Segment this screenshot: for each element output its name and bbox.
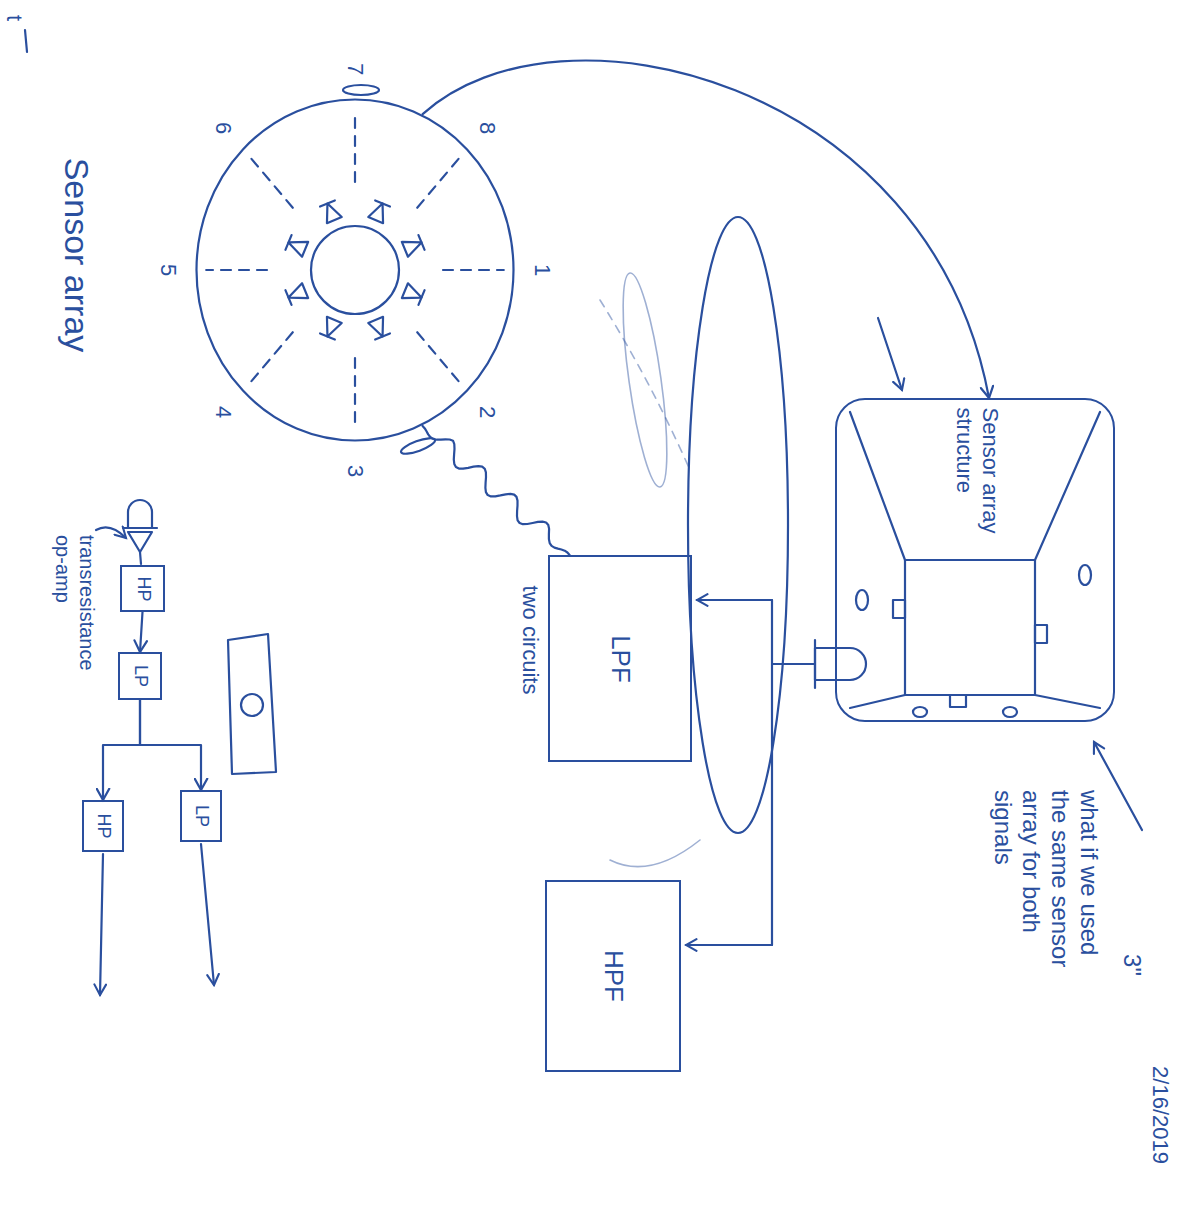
led-symbol <box>320 333 335 339</box>
callout-number: 4 <box>210 404 236 420</box>
led-symbol <box>375 200 390 206</box>
led-symbol <box>368 317 383 337</box>
photodiode-symbol <box>128 500 152 528</box>
connector <box>103 700 140 800</box>
node-label: HP <box>132 574 154 603</box>
led-symbol <box>327 203 342 223</box>
connector <box>423 426 570 555</box>
node-label: HPF <box>597 948 628 1004</box>
opamp-symbol <box>128 532 152 552</box>
sector-line <box>417 332 460 383</box>
connector <box>140 612 143 652</box>
inner-ring <box>311 226 399 314</box>
leader-arrow <box>96 527 126 538</box>
date-note: 2/16/2019 <box>1147 1064 1173 1166</box>
led-mark <box>1003 707 1017 717</box>
callout-number: 8 <box>474 120 500 136</box>
led-symbol <box>320 200 335 206</box>
page-fragment: t <box>1 13 27 23</box>
filter-box: HP <box>120 565 165 612</box>
dimension-label: 3" <box>1118 952 1147 978</box>
led-mark <box>1079 565 1091 585</box>
node-label: Sensor array <box>57 156 98 355</box>
component-sketch <box>241 694 263 716</box>
wire-arrow <box>697 599 772 601</box>
node-label: LP <box>129 663 151 689</box>
led-symbol <box>418 290 424 305</box>
filter-box: LPF <box>548 555 692 762</box>
circle-outline <box>195 98 515 442</box>
output-arrow <box>201 844 214 985</box>
sector-line <box>206 269 267 271</box>
fan-blade <box>600 300 690 470</box>
node-label: HP <box>92 811 114 840</box>
led-symbol <box>368 203 383 223</box>
page-stroke <box>25 30 27 52</box>
fan-blade <box>614 271 676 489</box>
callout-number: 3 <box>342 463 368 479</box>
sector-line <box>250 157 293 208</box>
dimension-arrow <box>878 318 902 390</box>
wire <box>140 552 141 564</box>
sector-line <box>443 269 504 271</box>
filter-box: LP <box>180 790 222 842</box>
fan-blade <box>610 840 700 867</box>
node-label: LPF <box>604 633 635 685</box>
frame-strut <box>1035 412 1100 560</box>
design-note: what if we used the same sensor array fo… <box>987 788 1102 992</box>
callout-number: 7 <box>342 61 368 77</box>
led-symbol <box>288 283 308 298</box>
led-mark <box>1035 625 1047 643</box>
led-symbol <box>402 242 422 257</box>
group-note: two circuits <box>517 584 543 697</box>
frame-strut <box>1035 695 1100 708</box>
clip-loop <box>343 85 379 95</box>
filter-box: LP <box>118 652 162 700</box>
led-symbol <box>285 290 291 305</box>
led-symbol <box>375 333 390 339</box>
callout-number: 1 <box>529 262 555 278</box>
led-mark <box>950 695 966 707</box>
connector <box>140 700 201 790</box>
callout-number: 5 <box>155 262 181 278</box>
callout-number: 2 <box>474 404 500 420</box>
circle-outline <box>197 100 514 441</box>
led-symbol <box>418 235 424 250</box>
frame-strut <box>850 695 905 708</box>
array-structure-box: Sensor array structure <box>835 398 1115 722</box>
wire-arrow <box>686 944 772 946</box>
led-mark <box>913 707 927 717</box>
led-symbol <box>288 242 308 257</box>
sensor-array-circle: Sensor array <box>195 98 515 442</box>
callout-number: 6 <box>210 120 236 136</box>
led-mark <box>856 590 868 610</box>
frame-strut <box>850 412 905 560</box>
node-label: LP <box>190 803 212 829</box>
component-note: transresistance op-amp <box>51 533 99 687</box>
led-symbol <box>815 648 866 680</box>
component-sketch <box>228 634 276 774</box>
led-symbol <box>327 317 342 337</box>
filter-box: HPF <box>545 880 681 1072</box>
sector-line <box>417 157 460 208</box>
wire <box>772 663 815 665</box>
wire <box>771 600 773 945</box>
array-interior <box>206 110 504 430</box>
led-mark <box>893 600 905 618</box>
sector-line <box>354 358 356 430</box>
photodiode-symbol <box>123 527 157 529</box>
filter-box: HP <box>82 800 124 852</box>
node-label: Sensor array structure <box>951 406 1004 555</box>
connector <box>423 60 989 398</box>
led-symbol <box>285 235 291 250</box>
inner-square <box>905 560 1035 695</box>
sector-line <box>250 332 293 383</box>
sector-line <box>354 110 356 182</box>
led-symbol <box>402 283 422 298</box>
output-arrow <box>100 854 103 995</box>
